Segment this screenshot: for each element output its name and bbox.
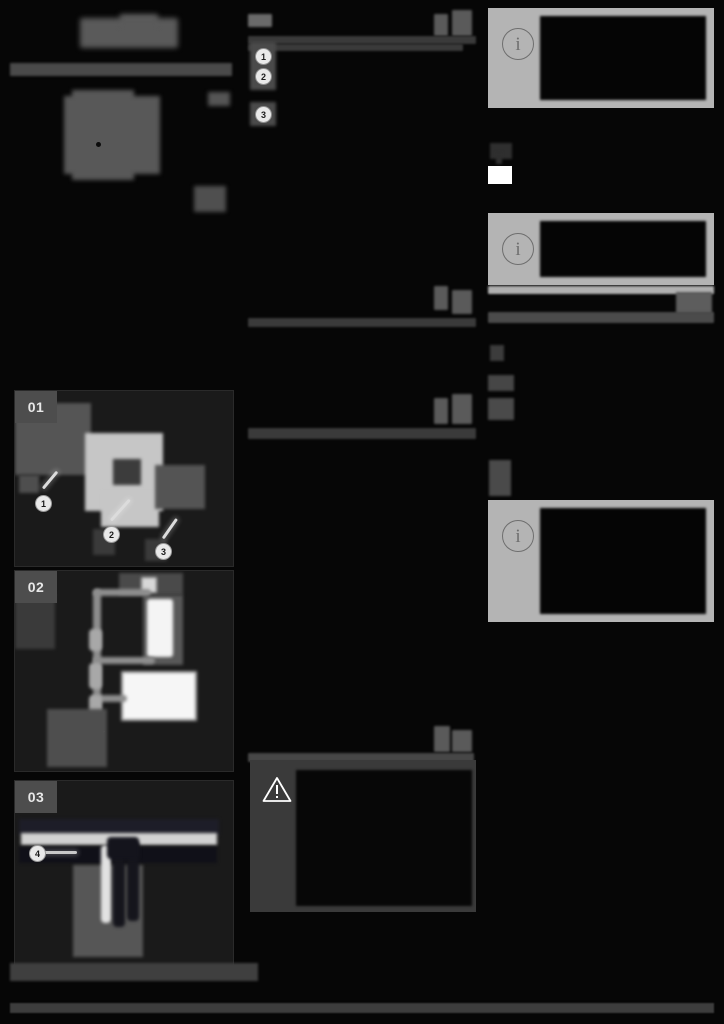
header-rule bbox=[10, 63, 232, 76]
footer-rule bbox=[10, 1003, 714, 1013]
product-photo-inset-a bbox=[208, 92, 230, 106]
product-photo-inset-b bbox=[194, 186, 226, 212]
warning-box bbox=[250, 760, 476, 912]
step-badge-03: 03 bbox=[15, 781, 57, 813]
panel03-pin-light bbox=[101, 845, 111, 923]
small-figure-lower bbox=[489, 460, 511, 496]
section-body-3-line1 bbox=[248, 428, 476, 439]
list-item-marker-2[interactable]: 2 bbox=[255, 68, 272, 85]
info-text-1 bbox=[540, 16, 706, 100]
info-text-2 bbox=[540, 221, 706, 277]
panel03-pin-dark-b bbox=[127, 841, 139, 921]
info-circle-icon: i bbox=[502, 28, 534, 60]
callout-marker-1[interactable]: 1 bbox=[35, 495, 52, 512]
panel02-cable-mid bbox=[93, 657, 155, 664]
info-circle-icon: i bbox=[502, 233, 534, 265]
warning-text bbox=[296, 770, 472, 906]
info-circle-icon: i bbox=[502, 520, 534, 552]
divider-rule bbox=[488, 286, 714, 294]
mid-marker-c bbox=[434, 286, 448, 310]
list-fragment-3 bbox=[488, 375, 514, 391]
panel01-shape-d bbox=[101, 491, 159, 527]
list-fragment-tag bbox=[676, 292, 712, 314]
list-fragment-2 bbox=[490, 345, 504, 361]
mid-marker-e bbox=[434, 398, 448, 424]
panel02-connector-a bbox=[89, 629, 102, 651]
panel02-cable-top bbox=[93, 589, 151, 596]
mid-marker-a bbox=[434, 14, 448, 36]
mid-marker-b bbox=[452, 10, 472, 36]
warning-lead-line bbox=[248, 753, 474, 762]
small-figure-stem bbox=[496, 152, 502, 164]
panel02-phone bbox=[147, 599, 173, 657]
mid-marker-d bbox=[452, 290, 472, 314]
panel01-shape-c bbox=[113, 459, 141, 485]
footer-caption bbox=[10, 963, 258, 981]
brand-logo-mark bbox=[120, 14, 158, 26]
callout-leader-3 bbox=[161, 517, 178, 540]
list-fragment-4 bbox=[488, 398, 514, 420]
mid-marker-h bbox=[452, 730, 472, 752]
step-panel-02: 02 bbox=[14, 570, 234, 772]
step-panel-01: 01 1 2 3 bbox=[14, 390, 234, 567]
product-photo-detail bbox=[96, 142, 101, 147]
mid-marker-g bbox=[434, 726, 450, 752]
step-badge-02: 02 bbox=[15, 571, 57, 603]
panel02-shape-d bbox=[47, 709, 107, 767]
step-badge-01: 01 bbox=[15, 391, 57, 423]
section-body-1-line1 bbox=[248, 36, 476, 44]
section-heading-1 bbox=[248, 14, 272, 27]
list-fragment-1 bbox=[488, 312, 714, 323]
mid-marker-f bbox=[452, 394, 472, 424]
callout-marker-4[interactable]: 4 bbox=[29, 845, 46, 862]
list-item-marker-3[interactable]: 3 bbox=[255, 106, 272, 123]
info-text-3 bbox=[540, 508, 706, 614]
info-box-2: i bbox=[488, 213, 714, 285]
list-item-marker-1[interactable]: 1 bbox=[255, 48, 272, 65]
section-body-1-line2 bbox=[248, 44, 463, 51]
panel02-connector-b bbox=[89, 663, 102, 689]
panel03-rail-dark bbox=[19, 819, 219, 835]
info-box-1: i bbox=[488, 8, 714, 108]
warning-triangle-icon bbox=[262, 776, 292, 803]
panel01-shape-f bbox=[19, 475, 39, 493]
section-body-2-line1 bbox=[248, 318, 476, 327]
product-photo bbox=[64, 96, 160, 174]
small-figure-swatch bbox=[488, 166, 512, 184]
panel01-shape-e bbox=[155, 465, 205, 509]
panel02-cable-low bbox=[93, 695, 127, 702]
panel02-display bbox=[121, 671, 197, 721]
panel03-head bbox=[107, 837, 139, 859]
callout-marker-3[interactable]: 3 bbox=[155, 543, 172, 560]
panel03-pin-dark-a bbox=[113, 843, 125, 927]
panel02-cable-vertical bbox=[93, 589, 101, 717]
callout-marker-2[interactable]: 2 bbox=[103, 526, 120, 543]
info-box-3: i bbox=[488, 500, 714, 622]
small-figure-top bbox=[490, 143, 512, 159]
callout-leader-4 bbox=[41, 851, 77, 854]
step-panel-03: 03 4 bbox=[14, 780, 234, 974]
